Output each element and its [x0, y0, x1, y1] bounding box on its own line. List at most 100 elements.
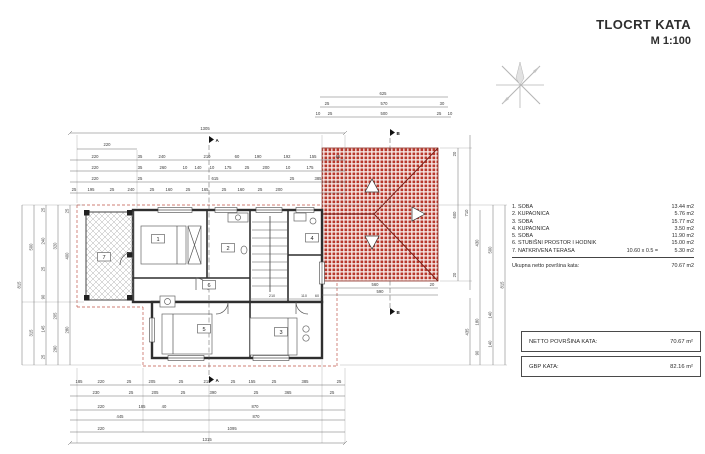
- gbp-area-box: GBP KATA: 82.16 m²: [521, 356, 701, 377]
- dim-label: 25: [330, 390, 335, 395]
- legend-row: 2. KUPAONICA 5.76 m2: [512, 211, 694, 218]
- room-labels: 1 2 3 4 5 6 7: [97, 233, 319, 337]
- dim-label: 30: [440, 101, 445, 106]
- dim-label: 60: [235, 154, 240, 159]
- dim-label: 625: [380, 91, 388, 96]
- dimension-lines: 1305 220 220 35 240 210 60 190 192 155 6…: [17, 91, 506, 446]
- dim-label: 185: [139, 404, 147, 409]
- toilet-bath4: [309, 217, 317, 225]
- compass-rose-icon: [496, 61, 544, 108]
- dim-label: 710: [464, 209, 469, 217]
- chimney-flue: [164, 298, 171, 305]
- building: [84, 207, 325, 361]
- dim-label: 430: [475, 239, 480, 247]
- extension-lines: [22, 135, 507, 443]
- dim-label: 590: [377, 289, 385, 294]
- dim-label: 25: [437, 111, 442, 116]
- legend-row: 5. SOBA 11.90 m2: [512, 233, 694, 240]
- dim-label: 25: [325, 101, 330, 106]
- dim-label: 110: [301, 294, 307, 298]
- dim-label: 25: [150, 187, 155, 192]
- dim-label: 140: [488, 340, 493, 348]
- room-name: 4. KUPAONICA: [512, 225, 550, 232]
- room-name: 2. KUPAONICA: [512, 211, 550, 218]
- dim-label: 365: [285, 390, 293, 395]
- dim-label: 230: [93, 390, 101, 395]
- dim-label: 205: [149, 379, 157, 384]
- netto-label: NETTO POVRŠINA KATA:: [529, 338, 598, 345]
- dim-label: 25: [65, 208, 70, 213]
- dim-label: 210: [204, 379, 212, 384]
- dim-label: 25: [231, 379, 236, 384]
- dim-label: 280: [65, 326, 70, 334]
- dim-label: 25: [127, 379, 132, 384]
- legend-row: 6. STUBIŠNI PROSTOR I HODNIK 15.00 m2: [512, 240, 694, 247]
- room-area: 5.30 m2: [674, 247, 694, 254]
- dim-label: 10: [210, 165, 215, 170]
- dim-label: 25: [110, 187, 115, 192]
- drawing-scale: M 1:100: [650, 35, 691, 47]
- dim-label: 220: [98, 404, 106, 409]
- dim-label: 220: [92, 165, 100, 170]
- room-label-1: 1: [156, 237, 159, 243]
- sink-bath2: [235, 214, 241, 221]
- dim-label: 145: [41, 325, 46, 333]
- dim-label: 870: [252, 404, 260, 409]
- room-calc: [614, 233, 658, 240]
- dim-label: 35: [138, 165, 143, 170]
- gbp-value: 82.16 m²: [670, 363, 693, 370]
- dim-label: 20: [452, 151, 457, 156]
- dim-label: 25: [222, 187, 227, 192]
- dim-label: 290: [53, 345, 58, 353]
- dim-label: 25: [41, 354, 46, 359]
- dim-label: 560: [372, 282, 380, 287]
- room-name: 1. SOBA: [512, 204, 533, 210]
- section-a-flag-bottom: [209, 376, 214, 383]
- dim-label: 25: [181, 390, 186, 395]
- dim-label: 210: [204, 154, 212, 159]
- room-name: 7. NATKRIVENA TERASA: [512, 247, 575, 254]
- room-area: 5.76 m2: [674, 211, 694, 218]
- dim-label: 205: [152, 390, 160, 395]
- gbp-label: GBP KATA:: [529, 363, 559, 370]
- netto-area-box: NETTO POVRŠINA KATA: 70.67 m²: [521, 331, 701, 352]
- vanity-bath4: [293, 212, 307, 222]
- fixture-circle: [302, 325, 310, 333]
- room-name: 5. SOBA: [512, 233, 533, 240]
- drawing-title: TLOCRT KATA: [596, 17, 691, 32]
- room-calc: [614, 211, 658, 218]
- roof-plan: [321, 147, 439, 282]
- room-area: 3.50 m2: [674, 225, 694, 232]
- dim-label: 1095: [227, 426, 237, 431]
- dim-label: 65: [336, 154, 341, 159]
- toilet-bath2: [240, 245, 248, 255]
- dim-label: 185: [76, 379, 84, 384]
- dim-label: 200: [263, 165, 271, 170]
- legend-total-row: Ukupna netto površina kata: 70.67 m2: [512, 263, 694, 270]
- dim-label: 600: [452, 211, 457, 219]
- dim-label: 240: [128, 187, 136, 192]
- dim-label: 25: [254, 390, 259, 395]
- room-label-3: 3: [279, 330, 282, 336]
- dim-label: 35: [138, 154, 143, 159]
- dim-label: 445: [117, 414, 125, 419]
- dim-label: 570: [381, 101, 389, 106]
- legend-row: 4. KUPAONICA 3.50 m2: [512, 226, 694, 233]
- dim-label: 240: [159, 154, 167, 159]
- furniture: [140, 212, 317, 356]
- dim-label: 240: [41, 237, 46, 245]
- dim-label: 615: [212, 176, 220, 181]
- dim-label: 10: [183, 165, 188, 170]
- dim-label: 10: [316, 111, 321, 116]
- room-calc: [614, 219, 658, 226]
- dim-label: 25: [328, 111, 333, 116]
- section-lines: A A B B: [208, 129, 401, 383]
- dim-label: 25: [138, 176, 143, 181]
- dim-label: 320: [53, 242, 58, 250]
- windows: [149, 207, 325, 361]
- room-calc: [614, 226, 658, 233]
- dim-label: 815: [500, 281, 505, 289]
- legend-row: 7. NATKRIVENA TERASA 10.60 x 0.5 = 5.30 …: [512, 248, 694, 255]
- room-calc: 10.60 x 0.5 =: [626, 247, 658, 254]
